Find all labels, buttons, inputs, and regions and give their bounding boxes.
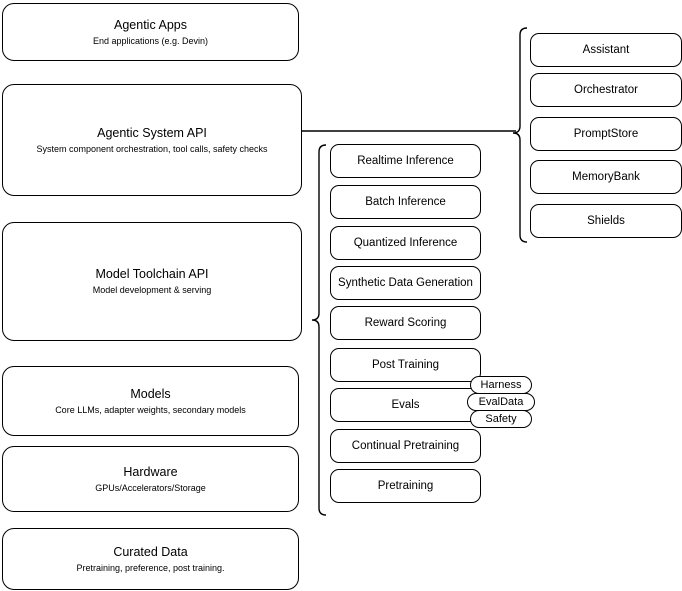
layer-title: Hardware [123,464,178,479]
agentic-chip-orchestrator[interactable]: Orchestrator [530,73,682,107]
layer-box-curated-data[interactable]: Curated Data Pretraining, preference, po… [2,528,299,590]
chip-label: Pretraining [377,480,434,492]
layer-box-models[interactable]: Models Core LLMs, adapter weights, secon… [2,366,299,436]
chip-label: Orchestrator [574,84,638,96]
layer-title: Model Toolchain API [95,267,209,281]
eval-pill-evaldata[interactable]: EvalData [467,393,535,411]
chip-label: Realtime Inference [357,155,454,167]
pill-label: Harness [480,378,522,391]
eval-pill-safety[interactable]: Safety [470,410,532,428]
layer-box-agentic-system-api[interactable]: Agentic System API System component orch… [2,84,302,196]
pill-label: EvalData [478,395,524,408]
chip-label: Continual Pretraining [351,440,460,452]
layer-subtitle: End applications (e.g. Devin) [92,35,209,46]
toolchain-chip-post-training[interactable]: Post Training [330,348,481,382]
chip-label: MemoryBank [572,171,640,183]
chip-label: Synthetic Data Generation [338,277,473,289]
layer-box-agentic-apps[interactable]: Agentic Apps End applications (e.g. Devi… [2,3,299,61]
eval-pill-harness[interactable]: Harness [470,376,532,394]
layer-subtitle: GPUs/Accelerators/Storage [95,482,206,493]
layer-title: Agentic Apps [114,17,187,32]
toolchain-chip-evals[interactable]: Evals [330,388,481,422]
layer-subtitle: Model development & serving [92,285,212,295]
pill-label: Safety [485,412,517,425]
chip-label: Evals [391,399,420,411]
chip-label: Post Training [371,359,440,371]
layer-box-hardware[interactable]: Hardware GPUs/Accelerators/Storage [2,446,299,512]
layer-title: Models [130,386,171,401]
layer-subtitle: Core LLMs, adapter weights, secondary mo… [55,404,246,415]
agentic-chip-shields[interactable]: Shields [530,204,682,238]
toolchain-chip-reward-scoring[interactable]: Reward Scoring [330,306,481,340]
toolchain-components-brace [311,144,327,516]
toolchain-chip-continual-pretraining[interactable]: Continual Pretraining [330,429,481,463]
agentic-system-connector-line [302,129,520,133]
agentic-chip-assistant[interactable]: Assistant [530,33,682,67]
agentic-chip-memorybank[interactable]: MemoryBank [530,160,682,194]
layer-title: Curated Data [113,544,188,559]
layer-subtitle: System component orchestration, tool cal… [36,143,268,154]
toolchain-chip-batch-inference[interactable]: Batch Inference [330,185,481,219]
layer-subtitle: Pretraining, preference, post training. [76,562,225,573]
toolchain-chip-quantized-inference[interactable]: Quantized Inference [330,226,481,260]
chip-label: PromptStore [573,128,639,140]
layer-title: Agentic System API [97,125,207,140]
chip-label: Quantized Inference [353,237,458,249]
chip-label: Batch Inference [365,196,446,208]
toolchain-chip-synthetic-data-generation[interactable]: Synthetic Data Generation [330,266,481,300]
toolchain-chip-realtime-inference[interactable]: Realtime Inference [330,144,481,178]
chip-label: Shields [587,215,625,227]
agentic-components-brace [512,27,528,243]
chip-label: Reward Scoring [364,317,447,329]
layer-box-model-toolchain-api[interactable]: Model Toolchain API Model development & … [2,222,302,341]
agentic-chip-promptstore[interactable]: PromptStore [530,117,682,151]
toolchain-chip-pretraining[interactable]: Pretraining [330,469,481,503]
chip-label: Assistant [582,44,630,56]
